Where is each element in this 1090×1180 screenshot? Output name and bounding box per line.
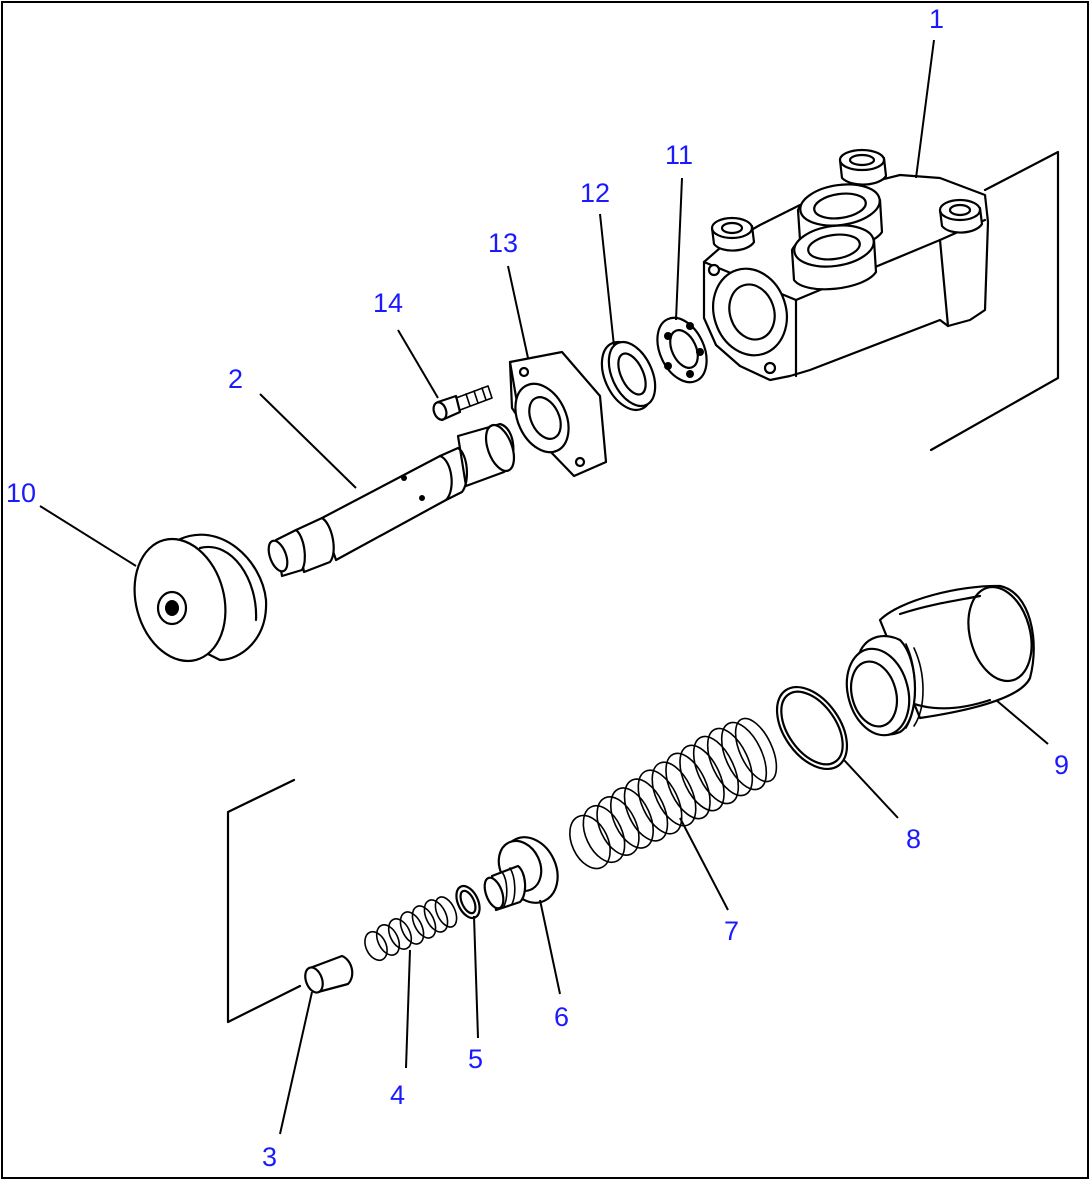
leader-2 [259,393,357,489]
callout-10: 10 [6,478,36,508]
leader-8 [843,759,899,819]
part-spool-2 [267,422,516,578]
callout-4: 4 [390,1080,405,1110]
part-knob-10 [133,533,268,663]
leader-lines [39,39,1049,1135]
leader-7 [679,817,729,911]
leader-12 [599,213,615,347]
leader-13 [507,265,529,359]
part-seat-6 [483,836,559,912]
leader-9 [995,699,1049,745]
callout-9: 9 [1054,750,1069,780]
callout-11: 11 [665,140,693,170]
part-bearing-11 [656,316,708,384]
part-oring-8 [775,685,849,771]
lower-break-line [226,778,302,1024]
part-seal-12 [600,340,657,412]
callout-labels: 1 2 3 4 5 6 7 8 9 10 11 12 13 14 [6,4,1069,1172]
callout-12: 12 [580,178,610,208]
part-flange-13 [508,350,608,478]
part-spring-4 [364,896,458,962]
part-ring-5 [455,884,481,920]
callout-14: 14 [373,288,403,318]
callout-1: 1 [929,4,944,34]
part-plug-9 [845,584,1035,737]
callout-3: 3 [262,1142,277,1172]
leader-1 [915,39,935,179]
leader-11 [675,177,683,321]
leader-10 [39,505,137,567]
leader-4 [405,949,411,1069]
callout-5: 5 [468,1044,483,1074]
callout-2: 2 [228,364,243,394]
callout-6: 6 [554,1002,569,1032]
callout-8: 8 [906,824,921,854]
part-spring-7 [569,717,778,870]
leader-3 [279,991,313,1135]
callout-7: 7 [724,916,739,946]
part-valve-body [702,148,990,382]
leader-14 [397,329,439,399]
callout-13: 13 [488,228,518,258]
leader-5 [473,915,479,1039]
leader-6 [539,899,561,995]
part-pin-3 [304,954,354,994]
part-screw-14 [432,385,493,422]
upper-break-line [929,150,1060,452]
